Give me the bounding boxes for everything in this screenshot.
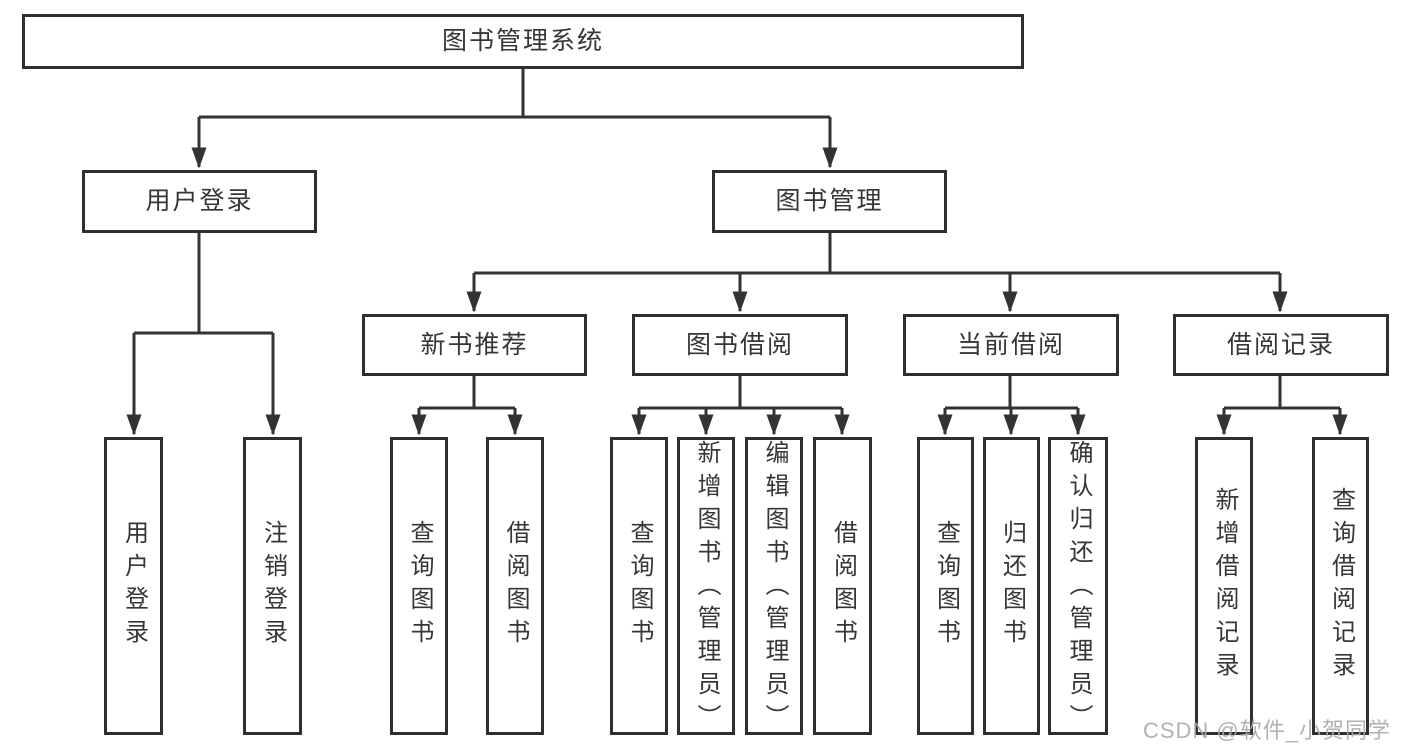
node-root-system: 图书管理系统 — [22, 14, 1024, 69]
leaf-nbr-query-books: 查询图书 — [390, 437, 448, 735]
leaf-br-query-record: 查询借阅记录 — [1312, 437, 1369, 735]
leaf-cb-confirm-return-admin: 确认归还（管理员） — [1048, 437, 1108, 737]
leaf-bb-add-books-admin: 新增图书（管理员） — [677, 437, 735, 737]
leaf-br-add-record: 新增借阅记录 — [1195, 437, 1253, 735]
node-book-management: 图书管理 — [712, 170, 947, 233]
leaf-logout: 注销登录 — [243, 437, 302, 735]
leaf-bb-edit-books-admin: 编辑图书（管理员） — [745, 437, 803, 737]
leaf-bb-borrow-books: 借阅图书 — [813, 437, 872, 735]
node-current-borrowing: 当前借阅 — [903, 314, 1119, 376]
node-book-borrowing: 图书借阅 — [632, 314, 848, 376]
csdn-watermark: CSDN @软件_小贺同学 — [1142, 718, 1391, 743]
node-new-book-recommend: 新书推荐 — [362, 314, 587, 376]
node-borrowing-records: 借阅记录 — [1173, 314, 1389, 376]
leaf-nbr-borrow-books: 借阅图书 — [486, 437, 544, 735]
node-user-login: 用户登录 — [82, 170, 317, 233]
leaf-user-login: 用户登录 — [104, 437, 163, 735]
leaf-bb-query-books: 查询图书 — [610, 437, 668, 735]
leaf-cb-query-books: 查询图书 — [917, 437, 974, 735]
leaf-cb-return-books: 归还图书 — [983, 437, 1040, 735]
